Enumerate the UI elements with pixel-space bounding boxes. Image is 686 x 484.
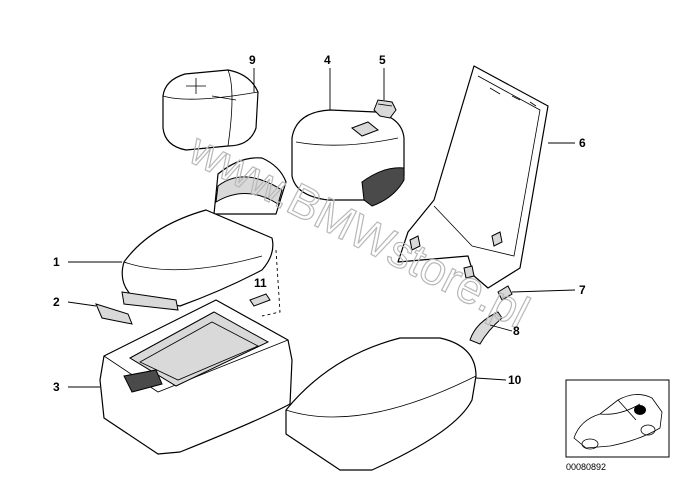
label-part-11: 11 <box>254 276 267 290</box>
label-part-4: 4 <box>324 53 331 67</box>
label-part-1: 1 <box>53 255 60 269</box>
part-8-trim <box>469 311 503 345</box>
label-part-7: 7 <box>579 283 586 297</box>
label-part-10: 10 <box>508 373 522 387</box>
part-1-armrest-lid <box>121 209 274 311</box>
leader-lines <box>67 68 576 388</box>
label-part-5: 5 <box>379 53 386 67</box>
roller-flap <box>213 157 287 215</box>
part-2-trim-strip <box>95 303 133 325</box>
label-part-2: 2 <box>53 295 60 309</box>
part-3-storage-box <box>99 299 293 455</box>
part-6-frame <box>397 65 549 289</box>
location-marker-icon <box>634 405 646 415</box>
part-5-clip <box>373 99 397 119</box>
part-7-clip <box>497 285 513 301</box>
label-part-3: 3 <box>53 380 60 394</box>
label-part-8: 8 <box>513 324 520 338</box>
part-9-first-aid-kit <box>162 69 259 151</box>
part-11-pin <box>249 249 281 317</box>
label-part-6: 6 <box>579 136 586 150</box>
label-part-9: 9 <box>249 53 256 67</box>
diagram-code: 00080892 <box>566 462 606 472</box>
part-10-cushion <box>285 337 477 471</box>
vehicle-thumbnail <box>565 379 670 458</box>
part-4-armrest-cover <box>291 109 405 207</box>
